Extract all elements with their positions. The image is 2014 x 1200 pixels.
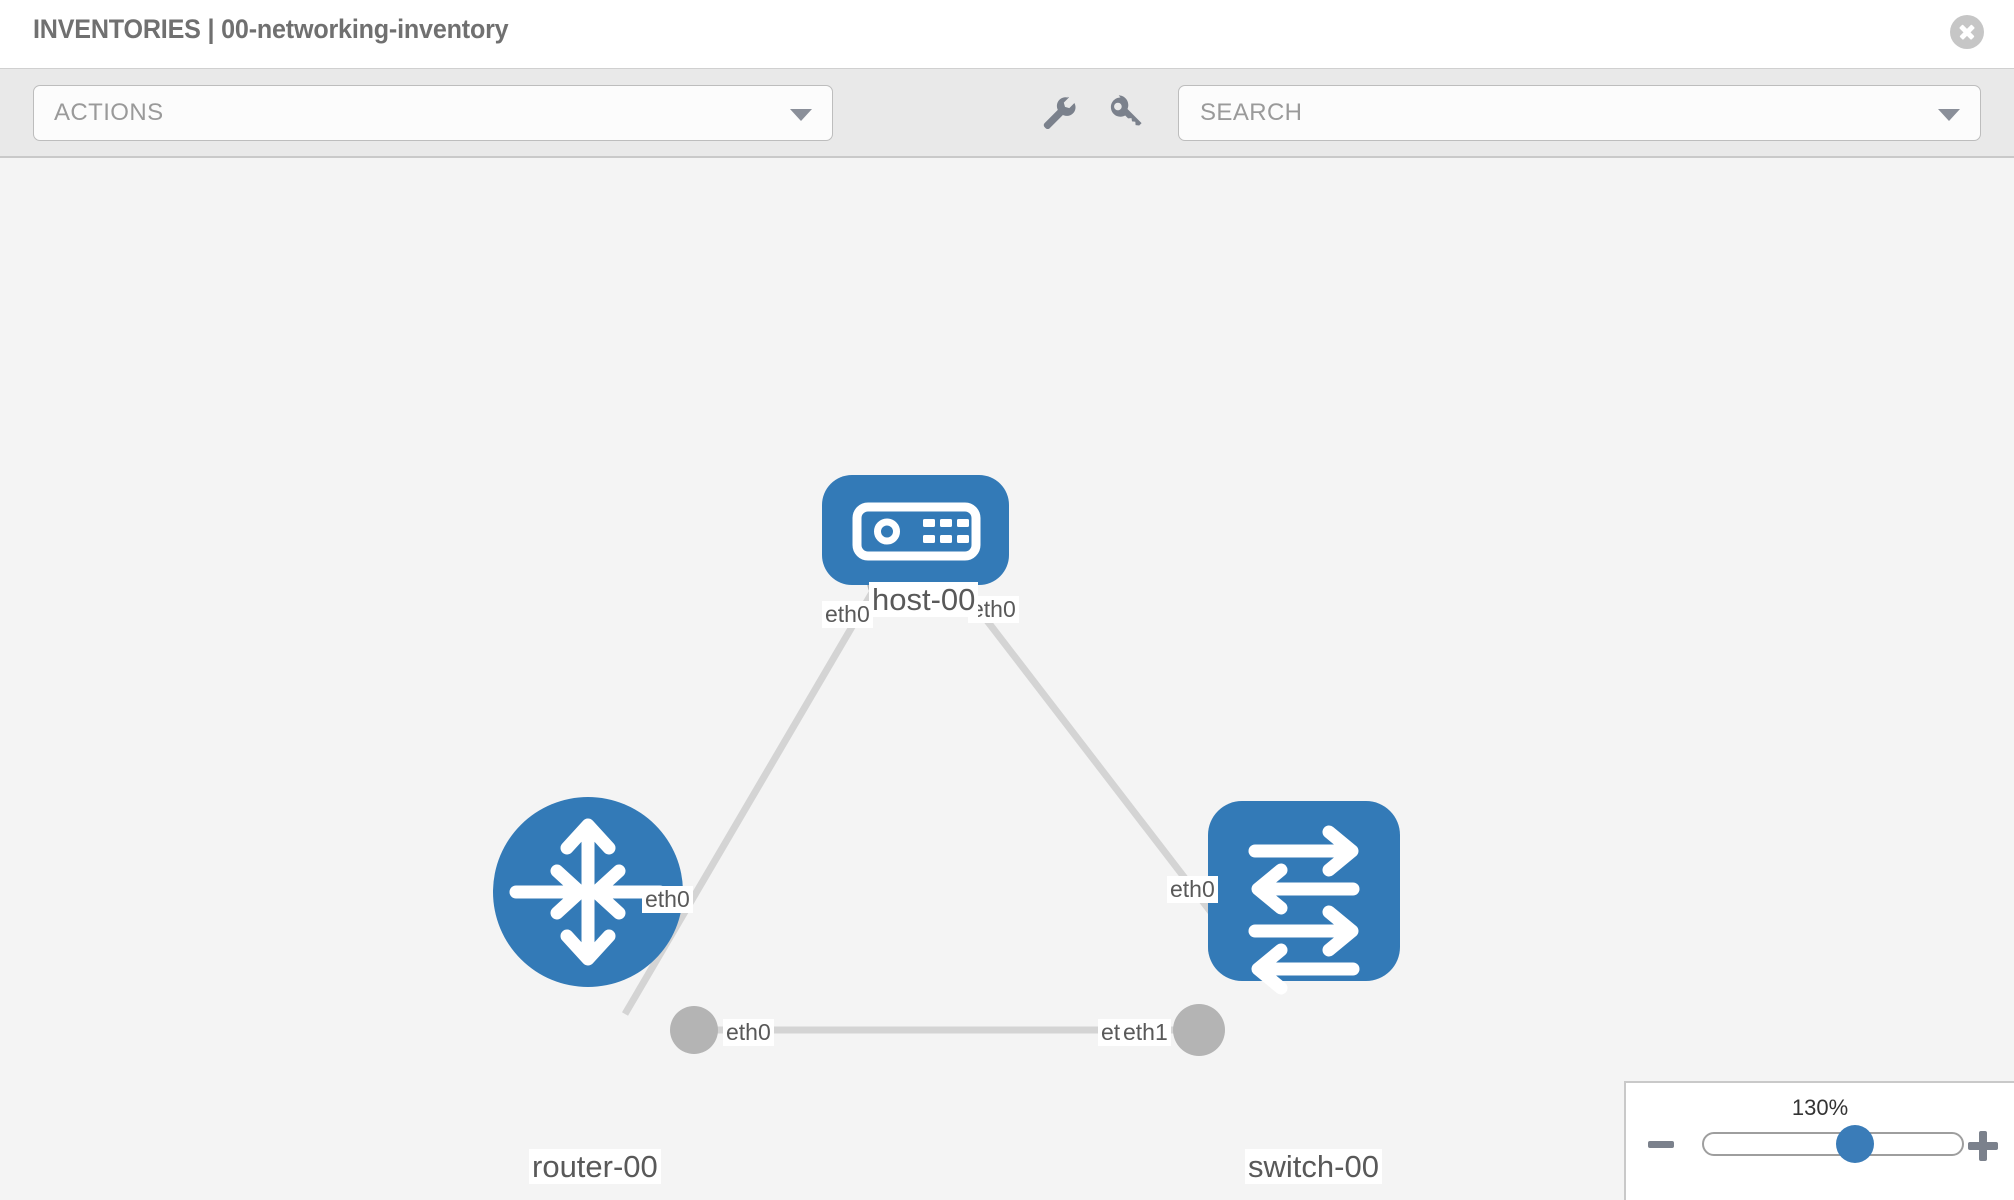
key-icon[interactable] [1104,91,1148,135]
page-header: INVENTORIES | 00-networking-inventory [0,0,2014,68]
plus-icon[interactable] [1968,1131,1998,1161]
actions-dropdown-label: ACTIONS [54,99,164,126]
wrench-icon[interactable] [1036,91,1080,135]
interface-label: eth0 [723,1019,774,1046]
node-label-switch: switch-00 [1245,1149,1382,1184]
topology-edges [621,576,1250,1034]
interface-label: eth0 [642,886,693,913]
zoom-level-value: 130% [1791,1095,1849,1120]
topology-ports [670,555,1260,1056]
page-title: INVENTORIES | 00-networking-inventory [33,14,509,44]
search-input[interactable]: SEARCH [1178,85,1981,141]
node-label-router: router-00 [529,1149,661,1184]
zoom-slider[interactable] [1702,1125,1964,1163]
close-icon[interactable] [1950,15,1984,49]
interface-label: eth0 [1167,876,1218,903]
node-switch-00 [1208,801,1400,995]
interface-label: eth1 [1120,1019,1171,1046]
actions-dropdown[interactable]: ACTIONS [33,85,833,141]
zoom-control: 130% [1624,1081,2014,1200]
minus-icon[interactable] [1648,1131,1674,1157]
chevron-down-icon[interactable] [1938,109,1960,121]
node-host-00 [822,475,1009,585]
topology-graph: eth0 eth0 eth0 eth0 eth0 eth0 eth1 host-… [0,159,2014,1200]
chevron-down-icon [790,109,812,121]
node-router-00 [493,797,683,987]
topology-canvas[interactable]: eth0 eth0 eth0 eth0 eth0 eth0 eth1 host-… [0,159,2014,1200]
toolbar: ACTIONS SEARCH [0,68,2014,158]
node-label-host: host-00 [869,582,979,617]
search-placeholder: SEARCH [1200,99,1303,126]
interface-label: eth0 [822,601,873,628]
zoom-slider-thumb[interactable] [1836,1125,1874,1163]
